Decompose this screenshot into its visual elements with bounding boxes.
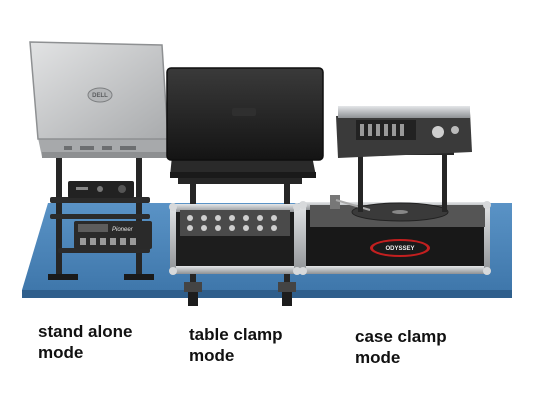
caption-table-clamp-line2: mode [189, 346, 235, 365]
odyssey-logo: ODYSSEY [385, 246, 414, 252]
caption-stand-alone-mode: stand alone mode [38, 321, 132, 363]
dell-logo: DELL [92, 93, 108, 99]
pioneer-logo: Pioneer [112, 227, 134, 233]
caption-case-clamp-line1: case clamp [355, 327, 447, 346]
caption-table-clamp-line1: table clamp [189, 325, 283, 344]
caption-case-clamp-line2: mode [355, 348, 401, 367]
caption-case-clamp-mode: case clamp mode [355, 326, 447, 368]
case-clamp-rig: ODYSSEY [299, 106, 491, 275]
table-clamp-rig [166, 67, 324, 306]
caption-table-clamp-mode: table clamp mode [189, 324, 283, 366]
caption-stand-alone-line2: mode [38, 343, 84, 362]
stand-alone-rig: Pioneer DELL [29, 41, 172, 280]
caption-stand-alone-line1: stand alone [38, 322, 133, 341]
